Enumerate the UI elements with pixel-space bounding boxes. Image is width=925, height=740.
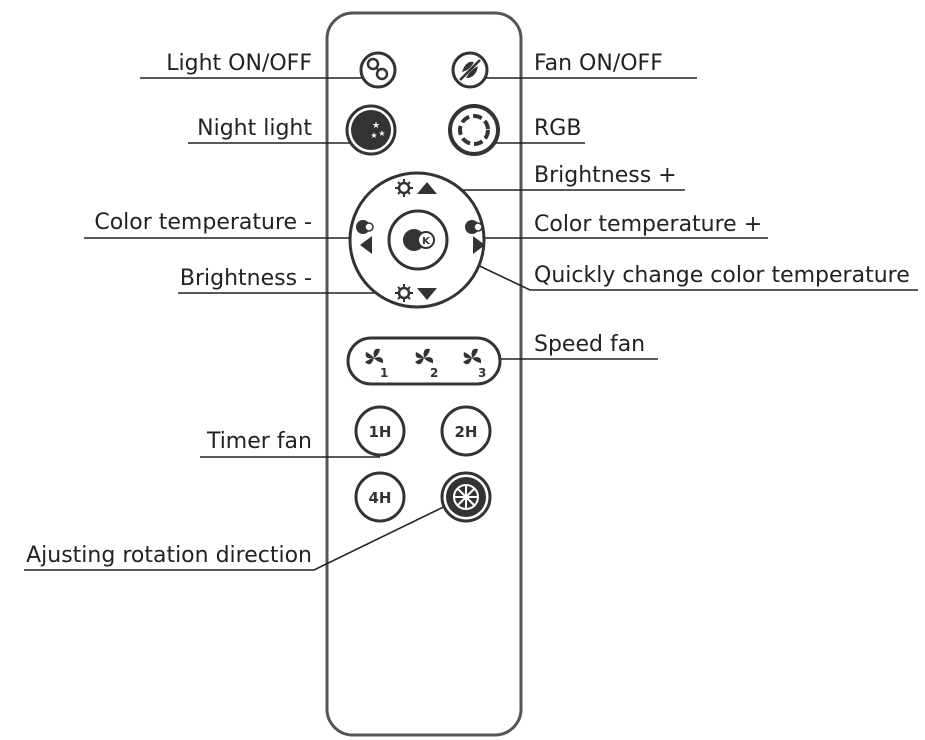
timer-1h-button[interactable]: 1H (354, 405, 406, 457)
color-temperature-switch-icon: K (403, 229, 435, 251)
label-color-temp-minus: Color temperature - (94, 210, 312, 235)
svg-text:★: ★ (370, 131, 377, 140)
speed-2-button[interactable]: 2 (415, 348, 438, 380)
rgb-button[interactable] (448, 104, 500, 156)
timer-1h-label: 1H (369, 423, 392, 441)
timer-4h-label: 4H (369, 489, 392, 507)
color-temperature-icon (465, 220, 483, 234)
color-temp-plus-button[interactable] (465, 220, 485, 254)
moon-stars-icon: ★ ★ ★ (359, 118, 386, 143)
svg-text:★: ★ (372, 121, 380, 131)
fan-power-icon (459, 59, 481, 81)
leader-rotation-direction (24, 497, 463, 571)
svg-text:★: ★ (378, 129, 385, 138)
label-light-onoff: Light ON/OFF (166, 51, 312, 76)
rotation-direction-icon (453, 484, 479, 510)
rgb-ring-icon (458, 114, 490, 146)
arrow-left-icon (360, 236, 372, 254)
speed-fan-group: 1 2 3 (346, 336, 502, 386)
timer-2h-button[interactable]: 2H (440, 405, 492, 457)
speed-3-button[interactable]: 3 (463, 348, 486, 380)
arrow-up-icon (417, 182, 437, 194)
brightness-plus-button[interactable] (395, 179, 437, 197)
label-quick-color-temp: Quickly change color temperature (534, 263, 910, 288)
speed-3-label: 3 (478, 366, 486, 380)
color-temperature-icon (356, 220, 374, 234)
fan-icon (415, 348, 434, 365)
sun-icon (395, 284, 413, 302)
rotation-direction-button[interactable] (440, 471, 492, 523)
quick-color-temp-button[interactable]: K (387, 209, 449, 271)
label-timer-fan: Timer fan (206, 429, 312, 454)
label-rotation-direction: Ajusting rotation direction (26, 543, 312, 568)
dpad: K (348, 171, 486, 309)
speed-1-button[interactable]: 1 (365, 348, 388, 380)
timer-4h-button[interactable]: 4H (354, 471, 406, 523)
label-brightness-plus: Brightness + (534, 163, 677, 188)
speed-2-label: 2 (430, 366, 438, 380)
label-speed-fan: Speed fan (534, 332, 645, 357)
arrow-right-icon (473, 236, 485, 254)
brightness-minus-button[interactable] (395, 284, 437, 302)
speed-fan-pill (346, 336, 502, 386)
fan-icon (463, 348, 482, 365)
fan-onoff-button[interactable] (451, 51, 489, 89)
svg-text:K: K (422, 236, 431, 247)
color-temp-minus-button[interactable] (356, 220, 374, 254)
light-onoff-button[interactable] (359, 51, 397, 89)
label-night-light: Night light (197, 116, 312, 141)
speed-1-label: 1 (380, 366, 388, 380)
sun-icon (395, 179, 413, 197)
label-rgb: RGB (534, 116, 581, 141)
arrow-down-icon (417, 288, 437, 300)
label-color-temp-plus: Color temperature + (534, 212, 762, 237)
night-light-button[interactable]: ★ ★ ★ (345, 104, 397, 156)
light-power-icon (366, 57, 389, 81)
label-fan-onoff: Fan ON/OFF (534, 51, 663, 76)
fan-icon (365, 348, 384, 365)
label-brightness-minus: Brightness - (180, 266, 312, 291)
timer-2h-label: 2H (455, 423, 478, 441)
